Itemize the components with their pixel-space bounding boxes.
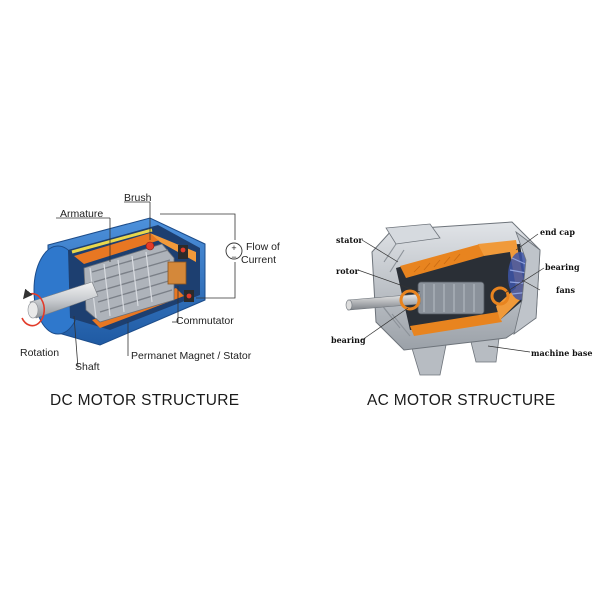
label-brush: Brush [124, 192, 152, 204]
label-rotation: Rotation [20, 347, 60, 359]
ac-rotor-bars [423, 284, 475, 312]
label-current: Current [241, 254, 277, 266]
label-rotor: rotor [336, 266, 359, 276]
battery-minus-sign: − [231, 252, 237, 262]
dc-motor-caption: DC MOTOR STRUCTURE [50, 392, 240, 409]
ac-terminal-box [385, 223, 441, 245]
label-end-cap: end cap [540, 227, 575, 237]
battery-plus-sign: + [231, 243, 237, 253]
battery-icon [225, 242, 243, 260]
ac-bearing-front [399, 289, 421, 311]
dc-leader-lines [56, 201, 236, 369]
label-permanent-magnet-stator: Permanet Magnet / Stator [131, 350, 252, 362]
label-bearing-left: bearing [331, 335, 366, 345]
ac-stator-laminations [413, 253, 461, 273]
label-commutator: Commutator [176, 315, 234, 327]
dc-armature-coils [83, 243, 175, 323]
rotation-arrow-icon [21, 288, 46, 327]
ac-motor-illustration [345, 221, 541, 376]
label-fans: fans [556, 285, 575, 295]
label-stator: stator [336, 235, 363, 245]
label-shaft: Shaft [75, 361, 100, 373]
dc-motor-illustration [21, 217, 206, 346]
label-armature: Armature [60, 208, 104, 220]
ac-bearing-rear [490, 286, 510, 306]
label-machine-base: machine base [531, 348, 593, 358]
ac-leader-lines [357, 233, 545, 353]
ac-motor-caption: AC MOTOR STRUCTURE [367, 392, 556, 409]
label-bearing-right: bearing [545, 262, 580, 272]
label-flow-of: Flow of [246, 241, 280, 253]
dc-commutator [167, 261, 187, 285]
